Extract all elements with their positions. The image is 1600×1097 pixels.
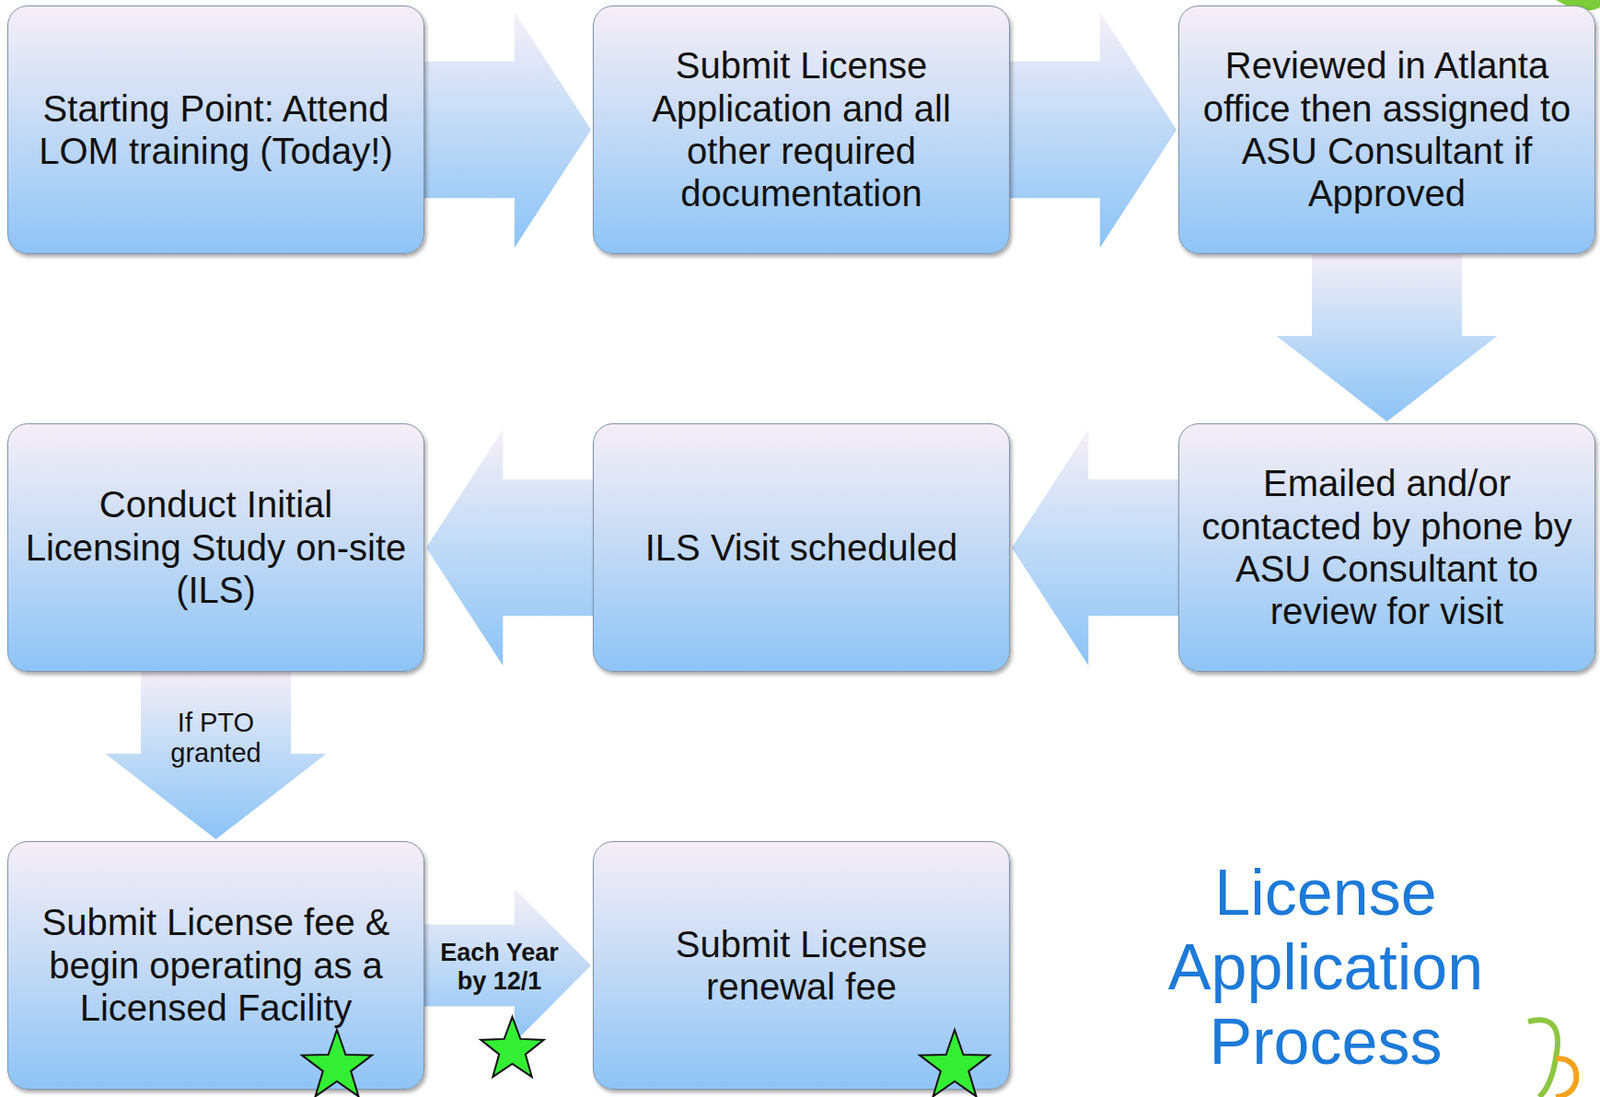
process-box: Starting Point: Attend LOM training (Tod… <box>7 5 425 255</box>
box-text: Submit License Application and all other… <box>593 44 1009 216</box>
process-box: ILS Visit scheduled <box>592 423 1010 673</box>
arrow-shape <box>420 11 592 249</box>
process-box: Emailed and/or contacted by phone by ASU… <box>1178 423 1596 673</box>
star-shape <box>301 1030 372 1097</box>
block-arrow <box>1006 11 1177 249</box>
star-mark <box>298 1026 376 1097</box>
block-arrow <box>105 668 327 840</box>
star-shape <box>919 1030 990 1097</box>
diagram-title: License Application Process <box>1132 856 1519 1081</box>
block-arrow <box>420 11 592 249</box>
arrow-shape <box>105 668 327 840</box>
block-arrow <box>1276 250 1498 422</box>
arrow-shape <box>420 888 592 1043</box>
star-mark <box>480 1017 544 1078</box>
block-arrow <box>1011 429 1183 667</box>
logo-swirl <box>1555 1058 1577 1097</box>
star-mark <box>915 1026 994 1097</box>
process-box: Submit License renewal fee <box>592 841 1010 1090</box>
arrow-shape <box>426 429 597 667</box>
arrow-label: If PTO granted <box>151 707 281 770</box>
box-text: ILS Visit scheduled <box>630 526 973 569</box>
box-text: Starting Point: Attend LOM training (Tod… <box>8 87 424 174</box>
arrow-shape <box>1006 11 1177 249</box>
block-arrow <box>426 429 597 667</box>
block-arrow <box>420 888 592 1043</box>
box-text: Submit License renewal fee <box>593 923 1009 1009</box>
arrow-shape <box>1276 250 1498 422</box>
process-box: Reviewed in Atlanta office then assigned… <box>1178 5 1596 255</box>
box-text: Emailed and/or contacted by phone by ASU… <box>1179 462 1595 634</box>
logo-swirl <box>1528 1020 1558 1097</box>
process-box: Submit License Application and all other… <box>592 5 1010 255</box>
box-text: Conduct Initial Licensing Study on-site … <box>8 483 424 612</box>
process-box: Submit License fee & begin operating as … <box>7 841 425 1090</box>
arrow-label: Each Year by 12/1 <box>440 939 560 997</box>
arrow-shape <box>1011 429 1183 667</box>
process-box: Conduct Initial Licensing Study on-site … <box>7 423 425 673</box>
box-text: Submit License fee & begin operating as … <box>8 901 424 1030</box>
box-text: Reviewed in Atlanta office then assigned… <box>1179 44 1595 216</box>
